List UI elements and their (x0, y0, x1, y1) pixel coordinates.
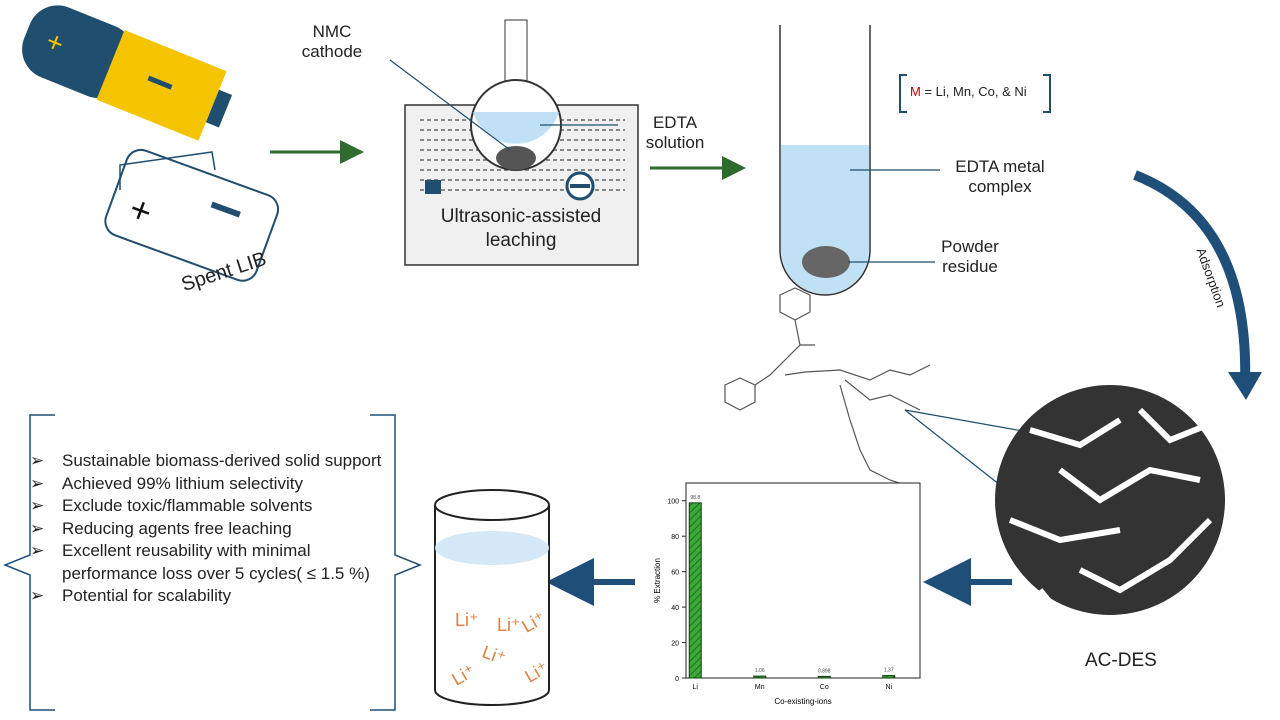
x-axis-label: Co-existing-ions (774, 697, 831, 706)
data-label: 1.06 (755, 668, 765, 674)
y-axis-label: % Extraction (653, 558, 662, 603)
edta-complex-label: EDTA metal complex (955, 157, 1045, 196)
x-tick-label: Ni (885, 684, 892, 691)
benefit-item: Sustainable biomass-derived solid suppor… (28, 450, 388, 473)
molecule-structure (724, 287, 931, 486)
bar-co (817, 675, 831, 679)
y-tick-label: 100 (667, 499, 679, 506)
battery-icon: + (104, 148, 280, 282)
y-tick-label: 80 (671, 534, 679, 541)
bar-mn (753, 675, 767, 679)
metal-symbol: M (910, 84, 921, 99)
x-tick-label: Li (693, 684, 699, 691)
edta-solution-label: EDTA solution (645, 113, 705, 152)
benefit-item: Achieved 99% lithium selectivity (28, 473, 388, 496)
y-tick-label: 60 (671, 570, 679, 577)
nmc-cathode-label: NMC cathode (301, 22, 363, 61)
ac-des-label: AC-DES (1085, 650, 1157, 671)
x-tick-label: Mn (755, 684, 765, 691)
y-tick-label: 0 (675, 676, 679, 683)
bar-li (688, 502, 702, 679)
li-ion: Li⁺ (497, 615, 521, 635)
y-tick-label: 20 (671, 641, 679, 648)
benefit-item: Exclude toxic/flammable solvents (28, 495, 388, 518)
adsorption-arrow (1133, 170, 1251, 386)
metal-list: = Li, Mn, Co, & Ni (920, 84, 1027, 99)
x-tick-label: Co (820, 684, 829, 691)
data-label: 98.8 (690, 495, 700, 501)
chart-frame (685, 482, 921, 679)
benefit-item: Excellent reusability with minimal perfo… (28, 540, 388, 585)
li-ion: Li⁺ (455, 610, 479, 630)
metal-definition: M = Li, Mn, Co, & Ni (910, 84, 1027, 99)
data-label: 0.898 (818, 668, 831, 674)
benefit-item: Reducing agents free leaching (28, 518, 388, 541)
benefit-item: Potential for scalability (28, 585, 388, 608)
data-label: 1.37 (884, 668, 894, 674)
ac-des-material (995, 385, 1225, 615)
ultrasonic-label: Ultrasonic-assisted leaching (440, 206, 602, 251)
benefits-list: Sustainable biomass-derived solid suppor… (28, 450, 388, 608)
y-tick-label: 40 (671, 605, 679, 612)
bar-ni (882, 675, 896, 679)
battery-icon: + (22, 5, 233, 141)
powder-residue-label: Powder residue (941, 237, 999, 276)
